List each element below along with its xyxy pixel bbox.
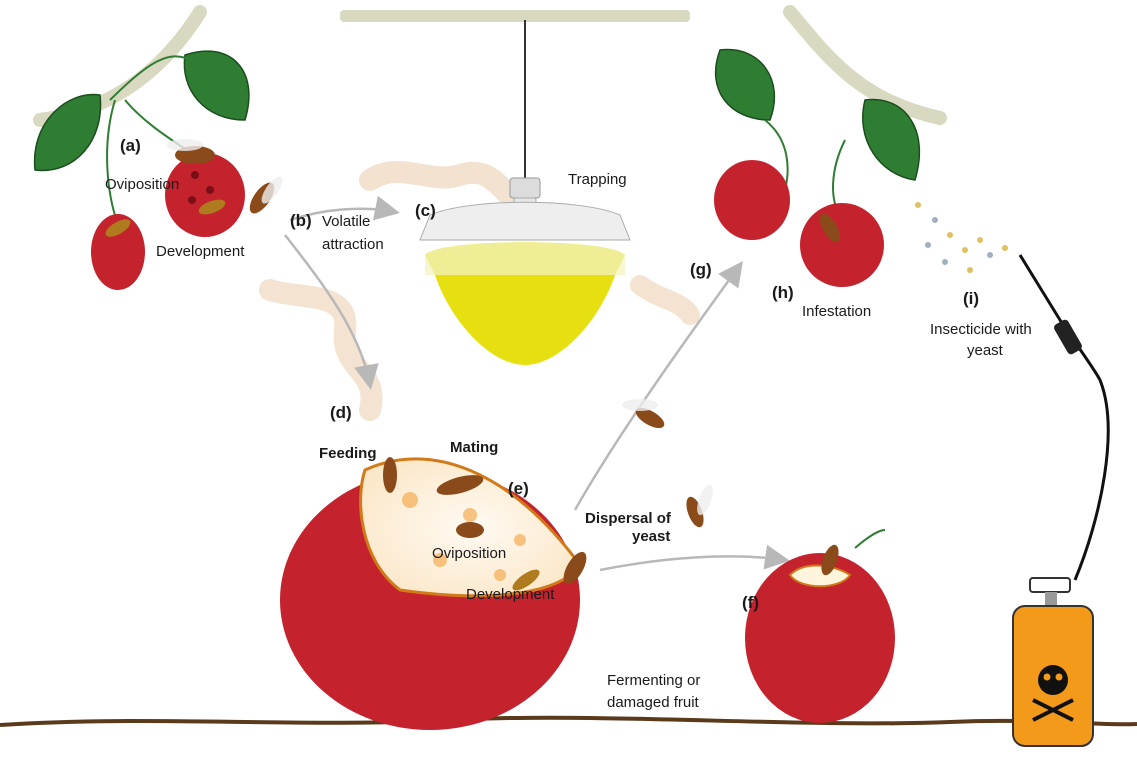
fly-icon — [622, 399, 667, 432]
label-volatile-2: attraction — [322, 236, 384, 253]
label-trapping: Trapping — [568, 171, 627, 188]
label-infestation: Infestation — [802, 303, 871, 320]
trap — [420, 20, 630, 365]
label-volatile-1: Volatile — [322, 213, 370, 230]
label-development-e: Development — [466, 586, 555, 603]
label-dispersal-2: yeast — [632, 528, 670, 545]
label-f: (f) — [742, 593, 759, 612]
label-fermenting-2: damaged fruit — [607, 694, 700, 711]
label-development-a: Development — [156, 243, 245, 260]
fly-icon — [245, 173, 286, 217]
label-c: (c) — [415, 201, 436, 220]
center-branch — [340, 10, 690, 22]
fly-icon — [683, 483, 716, 530]
fly-icon — [167, 139, 215, 164]
label-d: (d) — [330, 403, 352, 422]
spray-particles — [915, 202, 1008, 273]
label-oviposition-e: Oviposition — [432, 545, 506, 562]
label-i: (i) — [963, 289, 979, 308]
label-insecticide-2: yeast — [967, 342, 1004, 359]
cherries-left — [91, 100, 245, 290]
label-a: (a) — [120, 136, 141, 155]
label-e: (e) — [508, 479, 529, 498]
label-h: (h) — [772, 283, 794, 302]
label-g: (g) — [690, 260, 712, 279]
label-mating: Mating — [450, 439, 498, 456]
ground-line — [0, 718, 1137, 725]
label-fermenting-1: Fermenting or — [607, 672, 700, 689]
label-feeding: Feeding — [319, 445, 377, 462]
label-oviposition-a: Oviposition — [105, 176, 179, 193]
label-b: (b) — [290, 211, 312, 230]
label-dispersal-1: Dispersal of — [585, 510, 672, 527]
cherries-right — [714, 160, 884, 287]
label-insecticide-1: Insecticide with — [930, 321, 1032, 338]
